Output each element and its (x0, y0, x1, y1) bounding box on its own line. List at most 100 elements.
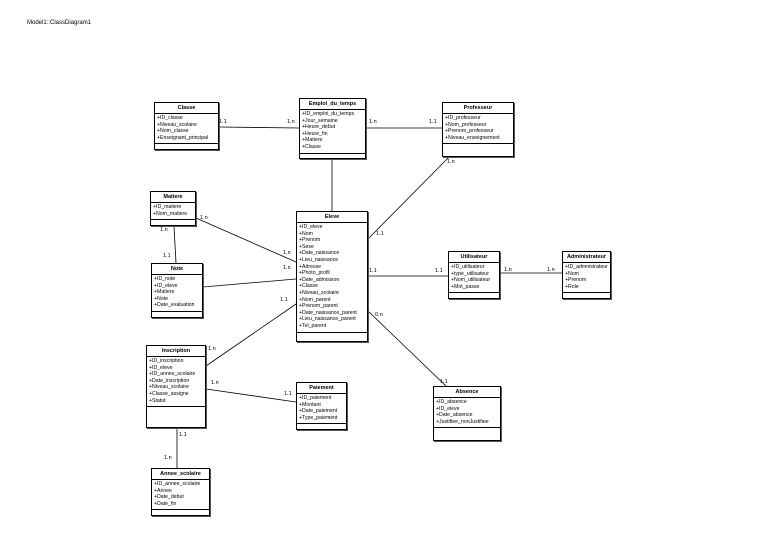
operations-compartment (152, 510, 209, 515)
attribute: +Justifiee_nonJustifiee (436, 418, 489, 425)
attribute: +Date_naissance (299, 250, 340, 257)
attribute: +Classe_assigne (149, 390, 189, 397)
attribute: +Nom_matiere (153, 210, 188, 217)
class-name: Emploi_du_temps (300, 99, 365, 110)
attribute: +Mot_passe (451, 283, 480, 290)
attribute: +ID_absence (436, 399, 467, 405)
class-box-absence[interactable]: Absence +ID_absence +ID_eleve +Date_abse… (433, 386, 501, 441)
association-line-eleve-inscription (205, 303, 297, 367)
class-box-paiement[interactable]: Paiement +ID_paiement +Montant +Date_pai… (296, 382, 347, 430)
multiplicity-label: 1.n (369, 119, 377, 125)
attribute: +Date_fin (154, 500, 177, 507)
attribute-list: +ID_utilisateur +type_utilisateur +Nom_u… (449, 263, 499, 294)
multiplicity-label: 1.1 (369, 268, 377, 274)
multiplicity-label: 1.1 (179, 432, 187, 438)
multiplicity-label: 1.1 (280, 297, 288, 303)
attribute: +Enseignant_principal (157, 134, 209, 141)
class-box-note[interactable]: Note +ID_note +ID_eleve +Matiere +Note +… (151, 263, 203, 318)
attribute: +ID_note (154, 276, 176, 282)
multiplicity-label: 1.n (547, 267, 555, 273)
attribute: +Classe (299, 283, 318, 290)
multiplicity-label: 1.n (287, 119, 295, 125)
class-box-eleve[interactable]: Eleve +ID_eleve +Nom +Prenom +Sexe +Date… (296, 211, 368, 342)
class-name: Absence (434, 387, 500, 398)
class-box-inscription[interactable]: Inscription +ID_inscription +ID_eleve +I… (146, 345, 206, 428)
multiplicity-label: 1.1 (163, 253, 171, 259)
attribute: +Classe (302, 143, 321, 150)
attribute: +Lieu_naissance_parent (299, 316, 356, 323)
class-box-classe[interactable]: Classe +ID_classe +Niveau_scolaire +Nom_… (154, 102, 219, 150)
attribute: +Statut (149, 397, 166, 404)
attribute: +Nom_utilisateur (451, 277, 491, 284)
association-line-classe-emploi (218, 126, 300, 129)
multiplicity-label: 1.n (283, 250, 291, 256)
attribute: +Sexe (299, 243, 314, 250)
association-line-inscription-paiement (205, 388, 297, 403)
attribute: +ID_utilisateur (451, 264, 485, 270)
multiplicity-label: 1.n (160, 227, 168, 233)
operations-compartment (151, 220, 195, 225)
attribute-list: +ID_matiere +Nom_matiere (151, 203, 195, 221)
attribute-list: +ID_note +ID_eleve +Matiere +Note +Date_… (152, 275, 202, 312)
multiplicity-label: 1.1 (219, 119, 227, 125)
attribute-list: +ID_emploi_du_temps +Jour_semaine +Heure… (300, 110, 365, 154)
attribute: +ID_eleve (149, 364, 173, 371)
attribute: +ID_inscription (149, 358, 184, 364)
attribute: +type_utilisateur (451, 270, 489, 277)
attribute: +Date_inscription (149, 377, 190, 384)
class-name: Eleve (297, 212, 367, 223)
class-box-matiere[interactable]: Matiere +ID_matiere +Nom_matiere (150, 191, 196, 226)
multiplicity-label: 1.1 (440, 379, 448, 385)
class-name: Professeur (443, 103, 513, 114)
class-box-professeur[interactable]: Professeur +ID_professeur +Nom_professeu… (442, 102, 514, 157)
class-box-emploi-du-temps[interactable]: Emploi_du_temps +ID_emploi_du_temps +Jou… (299, 98, 366, 159)
multiplicity-label: 1.1 (429, 119, 437, 125)
operations-compartment (147, 407, 205, 412)
multiplicity-label: 1.1 (435, 268, 443, 274)
diagram-title: Model1::ClassDiagram1 (27, 20, 92, 26)
attribute-list: +ID_inscription +ID_eleve +ID_annee_scol… (147, 357, 205, 408)
attribute: +Adresse (299, 263, 322, 270)
attribute: +Montant (299, 401, 321, 408)
class-box-administrateur[interactable]: Administrateur +ID_admnistrateur +Nom +P… (562, 251, 611, 299)
operations-compartment (155, 144, 218, 149)
attribute: +ID_classe (157, 115, 183, 121)
attribute: +Date_paiement (299, 408, 338, 415)
attribute: +Date_evaluation (154, 302, 195, 309)
class-name: Utilisateur (449, 252, 499, 263)
class-name: Annee_scolaire (152, 469, 209, 480)
attribute: +Annee (154, 487, 173, 494)
attribute: +Jour_semaine (302, 117, 338, 124)
multiplicity-label: 1.n (504, 267, 512, 273)
class-box-annee-scolaire[interactable]: Annee_scolaire +ID_annee_scolaire +Annee… (151, 468, 210, 516)
attribute-list: +ID_professeur +Nom_professeur +Prenom_p… (443, 114, 513, 145)
operations-compartment (152, 312, 202, 317)
attribute: +Nom_professeur (445, 121, 487, 128)
attribute-list: +ID_absence +ID_eleve +Date_absence +Jus… (434, 398, 500, 429)
class-box-utilisateur[interactable]: Utilisateur +ID_utilisateur +type_utilis… (448, 251, 500, 299)
attribute: +ID_admnistrateur (565, 264, 608, 270)
class-name: Paiement (297, 383, 346, 394)
multiplicity-label: 1.n (200, 215, 208, 221)
operations-compartment (563, 293, 610, 298)
association-line-professeur-eleve (367, 156, 450, 240)
class-name: Note (152, 264, 202, 275)
attribute-list: +ID_classe +Niveau_scolaire +Nom_classe … (155, 114, 218, 145)
attribute: +Prenom (299, 237, 321, 244)
attribute: +Niveau_scolaire (149, 384, 189, 391)
attribute: +Heure_fin (302, 130, 328, 137)
attribute: +Heure_debut (302, 124, 336, 131)
multiplicity-label: 1.n (164, 455, 172, 461)
attribute: +Date_debut (154, 494, 184, 501)
attribute: +Nom (299, 230, 313, 237)
attribute: +Niveau_scolaire (299, 289, 339, 296)
attribute: +Matiere (302, 137, 323, 144)
attribute-list: +ID_admnistrateur +Nom +Prenom +Role (563, 263, 610, 294)
association-line-matiere-note (173, 225, 177, 264)
attribute: +Date_absence (436, 412, 473, 419)
multiplicity-label: 1.n (283, 265, 291, 271)
multiplicity-label: 1.n (208, 346, 216, 352)
attribute: +Date_admission (299, 276, 340, 283)
class-name: Administrateur (563, 252, 610, 263)
